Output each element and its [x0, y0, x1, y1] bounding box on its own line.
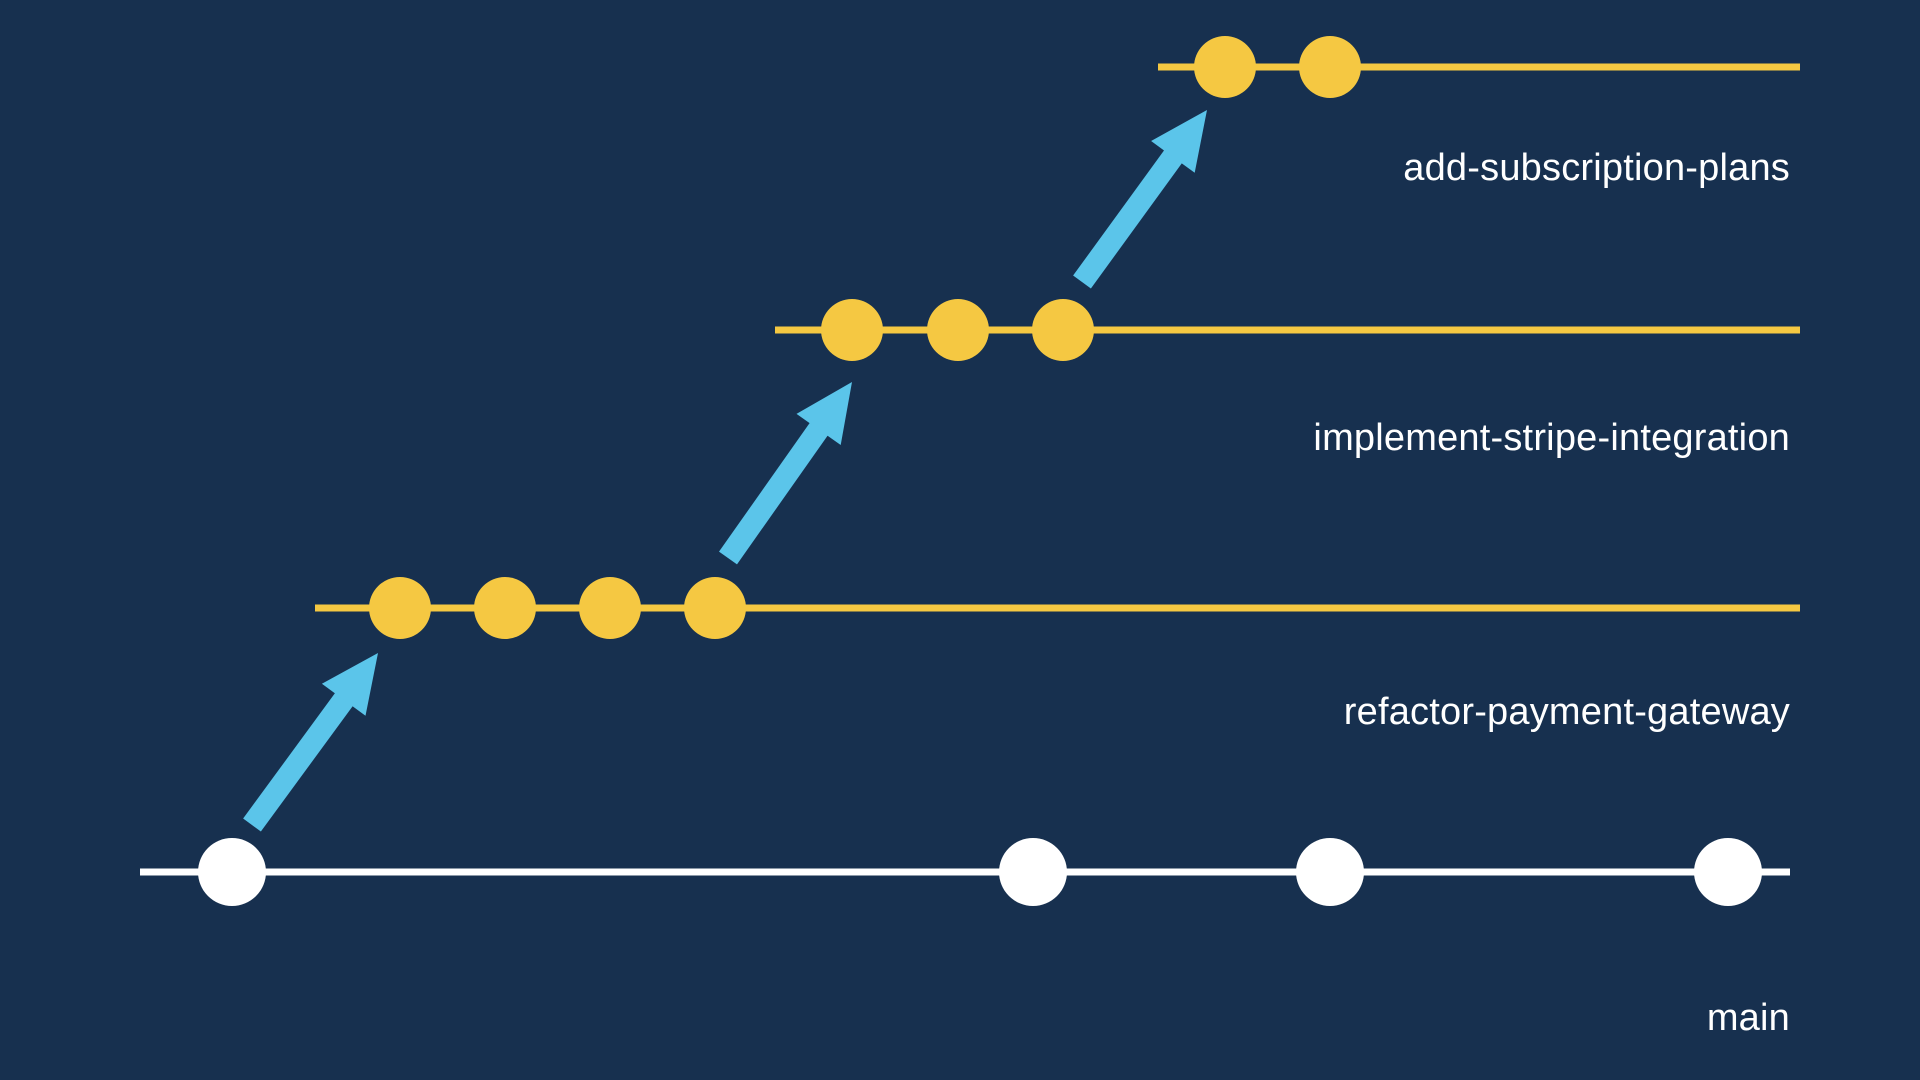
arrow-refactor-to-stripe-shaft	[719, 411, 836, 565]
commit-node-refactor-payment-gateway-2[interactable]	[474, 577, 536, 639]
arrow-stripe-to-subscription-head	[1151, 110, 1207, 173]
branch-add-subscription-plans	[1158, 36, 1800, 98]
commit-node-implement-stripe-integration-3[interactable]	[1032, 299, 1094, 361]
arrow-main-to-refactor-shaft	[243, 681, 361, 832]
commit-node-main-3[interactable]	[1296, 838, 1364, 906]
commit-node-main-2[interactable]	[999, 838, 1067, 906]
branch-refactor-payment-gateway	[315, 577, 1800, 639]
commit-node-main-4[interactable]	[1694, 838, 1762, 906]
arrow-main-to-refactor-head	[321, 653, 378, 716]
arrow-stripe-to-subscription-shaft	[1073, 139, 1191, 289]
commit-node-refactor-payment-gateway-3[interactable]	[579, 577, 641, 639]
branch-label-refactor-payment-gateway: refactor-payment-gateway	[1343, 691, 1790, 733]
branch-label-implement-stripe-integration: implement-stripe-integration	[1313, 417, 1790, 459]
branch-label-main: main	[1706, 997, 1790, 1039]
branch-main	[140, 838, 1790, 906]
commit-node-implement-stripe-integration-2[interactable]	[927, 299, 989, 361]
commit-node-refactor-payment-gateway-4[interactable]	[684, 577, 746, 639]
commit-node-add-subscription-plans-2[interactable]	[1299, 36, 1361, 98]
branch-implement-stripe-integration	[775, 299, 1800, 361]
branch-label-add-subscription-plans: add-subscription-plans	[1403, 147, 1790, 189]
arrow-main-to-refactor	[243, 653, 378, 832]
commit-node-add-subscription-plans-1[interactable]	[1194, 36, 1256, 98]
commit-node-refactor-payment-gateway-1[interactable]	[369, 577, 431, 639]
commit-node-main-1[interactable]	[198, 838, 266, 906]
commit-node-implement-stripe-integration-1[interactable]	[821, 299, 883, 361]
arrow-refactor-to-stripe	[719, 382, 852, 565]
arrow-stripe-to-subscription	[1073, 110, 1207, 289]
arrow-refactor-to-stripe-head	[796, 382, 852, 445]
